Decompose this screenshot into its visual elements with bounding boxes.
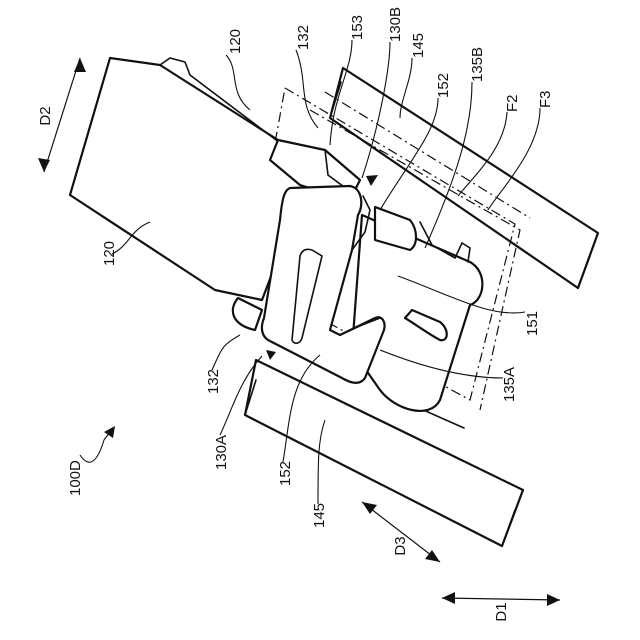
label-120-top: 120: [227, 29, 244, 54]
label-132-top: 132: [295, 25, 312, 50]
label-151: 151: [524, 311, 541, 336]
label-145-top: 145: [410, 33, 427, 58]
label-D2: D2: [37, 106, 54, 125]
arrowhead-100D: [104, 426, 115, 438]
label-D1: D1: [493, 602, 510, 621]
arrowhead-d2-up: [74, 58, 86, 72]
label-153: 153: [349, 15, 366, 40]
label-152-bottom: 152: [277, 461, 294, 486]
label-135A: 135A: [501, 367, 518, 402]
label-D3: D3: [392, 536, 409, 555]
label-135B: 135B: [469, 47, 486, 82]
label-120-left: 120: [101, 241, 118, 266]
arrowhead-d1-left: [442, 592, 455, 604]
label-100D: 100D: [67, 460, 84, 496]
label-152-top: 152: [435, 73, 452, 98]
cylinder-151: [352, 207, 482, 411]
label-F3: F3: [537, 90, 554, 108]
label-132-bottom: 132: [205, 369, 222, 394]
label-130A: 130A: [213, 435, 230, 470]
arrowhead-d1-right: [547, 594, 560, 606]
axis-d1: [442, 598, 560, 600]
label-145-bottom: 145: [311, 503, 328, 528]
arrowhead-130A: [266, 350, 276, 360]
label-130B: 130B: [387, 7, 404, 42]
arrowhead-d2-down: [38, 158, 50, 172]
label-F2: F2: [504, 94, 521, 112]
arrowhead-130B: [366, 175, 378, 186]
